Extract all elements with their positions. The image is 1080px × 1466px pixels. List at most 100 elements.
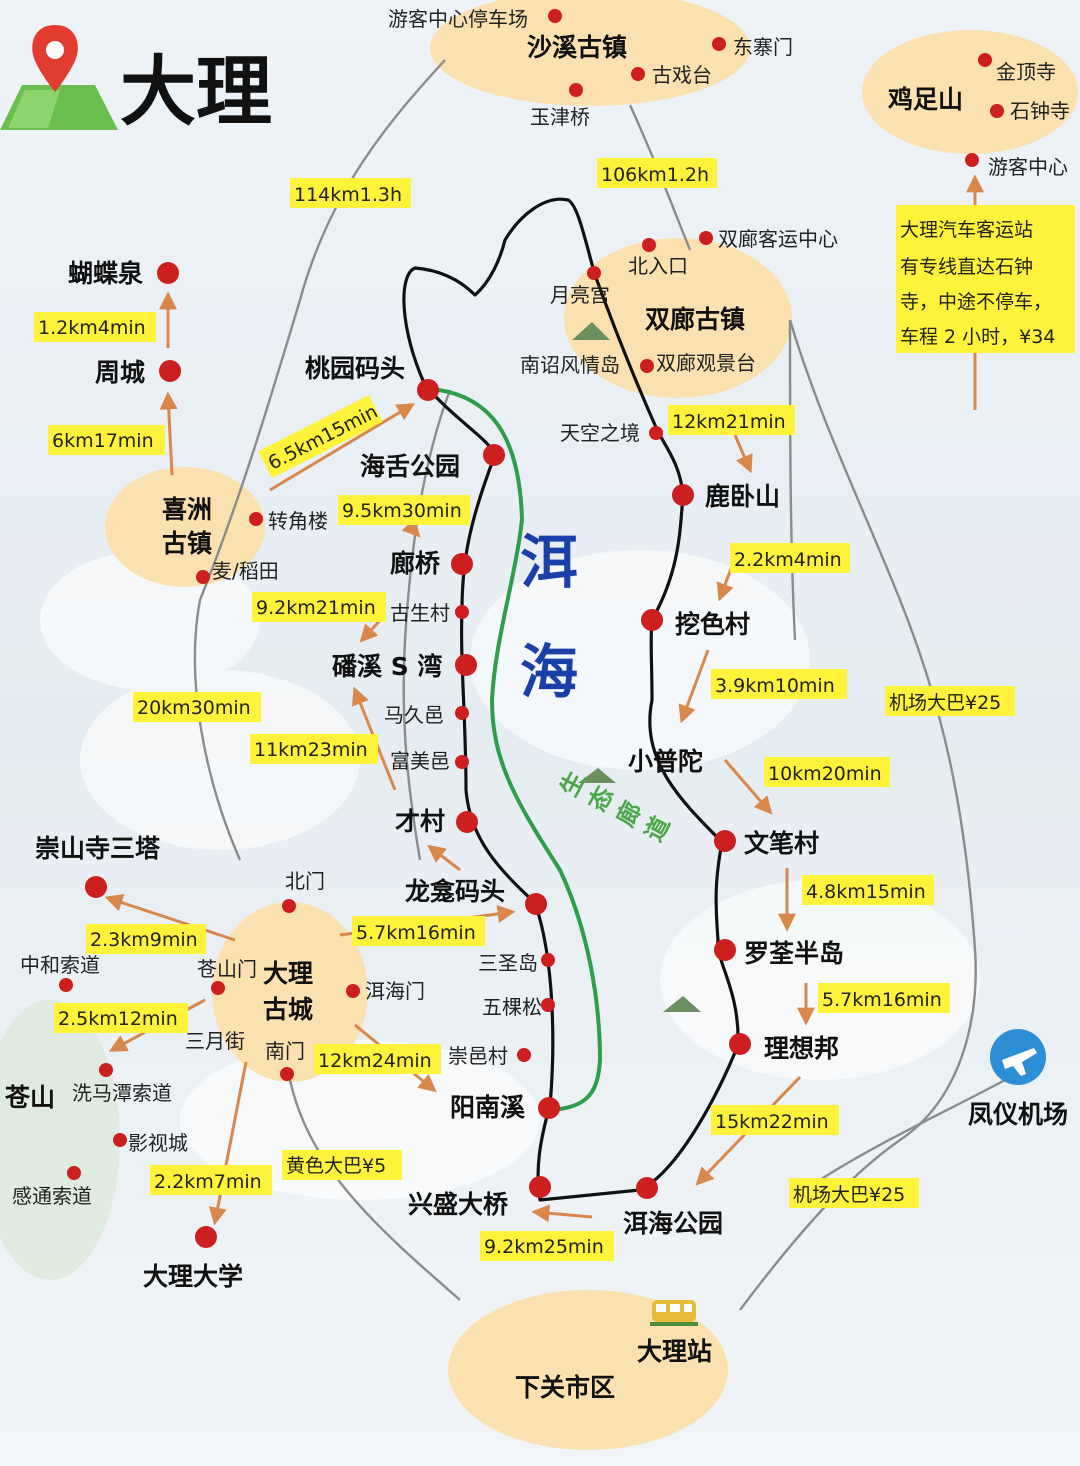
poi-panxi: 磻溪 S 湾 xyxy=(332,652,442,681)
distance-labels: 114km1.3h 106km1.2h 1.2km4min 6km17min 6… xyxy=(34,158,1015,1261)
dist-wenbi-luoquan: 4.8km15min xyxy=(806,881,926,903)
mountain-icon xyxy=(572,322,701,1012)
dist-dali-cangshan: 2.5km12min xyxy=(58,1008,178,1030)
region-shuanglang: 双廊古镇 xyxy=(645,305,745,334)
poi-luoquan: 罗荃半岛 xyxy=(744,939,844,968)
cangshan-green-area xyxy=(0,1000,120,1280)
road-east-1 xyxy=(739,319,977,1311)
poi-guanjing: 双廊观景台 xyxy=(656,351,756,375)
dist-park-xingsheng: 9.2km25min xyxy=(484,1236,604,1258)
dist-dali-chongsheng: 2.3km9min xyxy=(90,929,198,951)
xizhou-bubble xyxy=(105,467,265,587)
poi-zhonghe: 中和索道 xyxy=(20,953,100,977)
poi-nanmen: 南门 xyxy=(265,1039,305,1063)
poi-dongzhaimen: 东寨门 xyxy=(733,35,793,59)
airplane-icon xyxy=(990,1029,1046,1085)
lake-name-2: 海 xyxy=(520,638,578,706)
dist-luwo-wase: 2.2km4min xyxy=(734,549,842,571)
road-east-2 xyxy=(788,319,797,641)
xiaguan-bubble xyxy=(448,1290,728,1450)
poi-zhoucheng: 周城 xyxy=(95,358,145,387)
poi-yingshi: 影视城 xyxy=(128,1131,188,1155)
bus-note-line-4: 车程 2 小时，¥34 xyxy=(900,326,1055,348)
poi-taoyuan: 桃园码头 xyxy=(305,354,405,383)
region-airport: 凤仪机场 xyxy=(968,1100,1068,1129)
minor-poi-labels: 游客中心停车场 东寨门 古戏台 玉津桥 金顶寺 石钟寺 游客中心 双廊客运中心 … xyxy=(12,7,1070,1208)
poi-haishe: 海舌公园 xyxy=(360,452,460,481)
arrow-dali-univ xyxy=(208,1061,248,1226)
major-poi-labels: 蝴蝶泉 周城 桃园码头 海舌公园 廊桥 磻溪 S 湾 才村 龙龛码头 阳南溪 兴… xyxy=(35,259,844,1291)
poi-luwoshan: 鹿卧山 xyxy=(705,482,780,511)
bus-note-line-1: 大理汽车客运站 xyxy=(900,219,1033,241)
dist-xizhou-zhou: 6km17min xyxy=(52,430,154,452)
poi-erhaimen: 洱海门 xyxy=(365,979,425,1003)
poi-dots xyxy=(59,9,1004,1180)
poi-caicun: 才村 xyxy=(395,807,445,836)
region-xiaguan-station: 大理站 xyxy=(637,1337,712,1366)
dist-lixiang-park: 15km22min xyxy=(715,1111,829,1133)
poi-wukesong: 五棵松 xyxy=(482,995,542,1019)
poi-yueliang: 月亮宫 xyxy=(550,283,610,307)
eco-corridor-path xyxy=(429,387,603,1112)
poi-maidaotian: 麦/稻田 xyxy=(212,559,279,583)
poi-guxitai: 古戏台 xyxy=(652,63,712,87)
poi-zhuanjiaolou: 转角楼 xyxy=(268,509,328,533)
poi-gusheng: 古生村 xyxy=(390,601,450,625)
poi-chongyi: 崇邑村 xyxy=(448,1044,508,1068)
dist-luoquan-lixiang: 5.7km16min xyxy=(822,989,942,1011)
poi-chongsheng: 崇山寺三塔 xyxy=(35,834,161,863)
train-icon xyxy=(650,1300,698,1326)
dist-haishe-langqiao: 9.5km30min xyxy=(342,500,462,522)
poi-yangnanxi: 阳南溪 xyxy=(450,1093,526,1122)
dist-langqiao-panxi: 9.2km21min xyxy=(256,597,376,619)
dist-wase-xiaoputuo: 3.9km10min xyxy=(715,675,835,697)
dist-shuanglang-luwo: 12km21min xyxy=(672,411,786,433)
arrow-wase-xiaoputuo xyxy=(678,649,710,724)
road-dali-south xyxy=(288,1079,461,1301)
arrow-dali-chongsheng xyxy=(104,893,236,942)
region-dali-old-2: 古城 xyxy=(263,995,313,1024)
road-west-shaxi xyxy=(193,59,446,861)
poi-wenbi: 文笔村 xyxy=(744,829,819,858)
dist-dali-west: 20km30min xyxy=(137,697,251,719)
dist-airport-bus-2: 机场大巴¥25 xyxy=(793,1184,905,1206)
dist-dali-yangnanxi: 12km24min xyxy=(318,1050,432,1072)
dist-dali-univ: 2.2km7min xyxy=(154,1171,262,1193)
poi-majiuyi: 马久邑 xyxy=(384,703,444,727)
arrow-xizhou-taoyuan xyxy=(269,403,416,492)
poi-dali-univ: 大理大学 xyxy=(143,1262,243,1291)
poi-youke-parking: 游客中心停车场 xyxy=(388,7,528,31)
dist-airport-bus-1: 机场大巴¥25 xyxy=(889,692,1001,714)
arrow-xiaoputuo-wenbi xyxy=(723,759,773,815)
poi-cangshanmen: 苍山门 xyxy=(197,957,257,981)
bus-note: 大理汽车客运站 有专线直达石钟 寺，中途不停车， 车程 2 小时，¥34 xyxy=(896,205,1075,353)
poi-xingsheng: 兴盛大桥 xyxy=(408,1190,508,1219)
poi-keyun-center: 双廊客运中心 xyxy=(718,227,838,251)
dist-panxi-caicun: 11km23min xyxy=(254,739,368,761)
region-xizhou-2: 古镇 xyxy=(162,529,212,558)
dali-old-bubble xyxy=(212,902,368,1082)
poi-beirukou: 北入口 xyxy=(628,254,688,278)
road-west-lake xyxy=(402,389,452,861)
poi-wase: 挖色村 xyxy=(675,610,750,639)
poi-shizhong: 石钟寺 xyxy=(1010,99,1070,123)
lake-name-1: 洱 xyxy=(520,528,578,596)
arrow-park-xingsheng xyxy=(531,1204,593,1223)
arrow-longkan-caicun xyxy=(427,844,461,872)
roads xyxy=(193,59,1006,1311)
poi-fumeiyi: 富美邑 xyxy=(390,749,450,773)
poi-sanshengdao: 三圣岛 xyxy=(478,951,538,975)
arrow-xizhou-zhou xyxy=(159,391,178,476)
poi-beimen: 北门 xyxy=(285,869,325,893)
shuanglang-bubble xyxy=(564,238,792,398)
major-poi-dots xyxy=(85,262,751,1248)
poi-gantong: 感通索道 xyxy=(12,1184,92,1208)
poi-sanyuejie: 三月街 xyxy=(185,1029,245,1053)
dist-shaxi-west: 114km1.3h xyxy=(294,184,402,206)
poi-langqiao: 廊桥 xyxy=(390,549,440,578)
poi-hudiequan: 蝴蝶泉 xyxy=(68,259,143,288)
page-title: 大理 xyxy=(120,47,272,136)
arrow-shuang-luwo xyxy=(733,434,753,474)
region-shaxi: 沙溪古镇 xyxy=(527,33,627,62)
